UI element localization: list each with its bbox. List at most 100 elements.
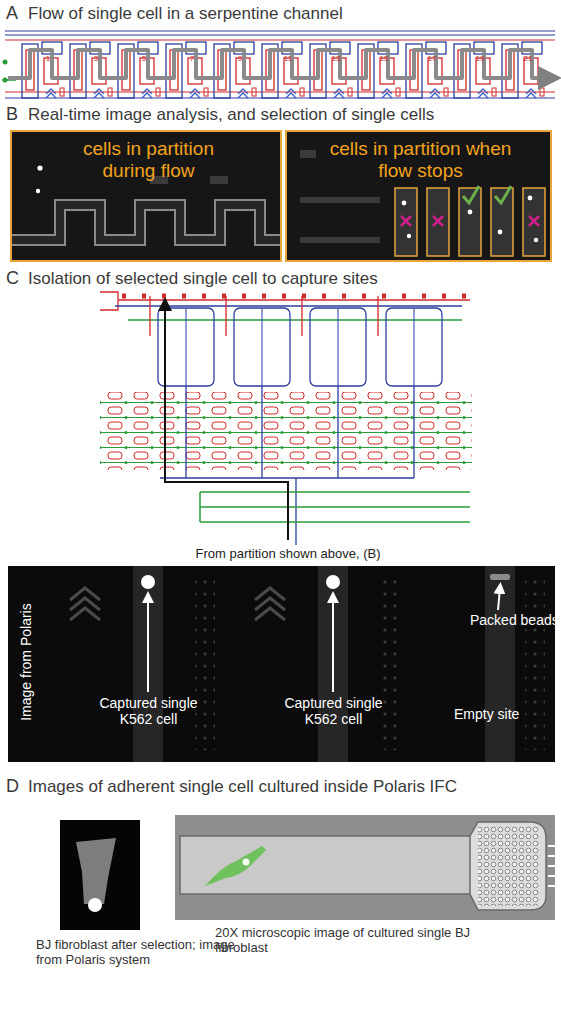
cell (498, 230, 503, 235)
control-line (115, 305, 462, 306)
callout-text: Packed beads (470, 612, 561, 628)
capture-schematic (100, 292, 472, 545)
reject-mark (401, 216, 411, 226)
captured-cell (326, 575, 340, 589)
inlet-port (3, 60, 8, 65)
channel-number: 1 (40, 54, 56, 63)
flow-line (150, 296, 378, 336)
panel-letter: B (6, 104, 26, 125)
filter-lines (548, 846, 555, 886)
image-caption: 20X microscopic image of cultured single… (215, 926, 483, 956)
channel-number: 9 (232, 54, 248, 63)
flow-line (5, 40, 555, 92)
culture-images (60, 815, 555, 930)
reject-mark (529, 216, 539, 226)
transfer-arrow (165, 304, 288, 540)
cell (534, 238, 538, 242)
panel-letter: A (6, 3, 26, 24)
panel-caption: cells in partition when flow stops (328, 138, 513, 182)
valve-row (122, 294, 470, 299)
capture-site (318, 566, 348, 762)
partition-box (427, 188, 449, 256)
channel-number: 21 (520, 54, 536, 63)
channel-number: 7 (184, 54, 200, 63)
cell (402, 201, 407, 206)
control-line (186, 308, 414, 386)
packed-beads (490, 574, 510, 580)
micrograph (175, 815, 555, 920)
image-panel: Image from PolarisCaptured single K562 c… (8, 566, 555, 762)
pillar-row (380, 580, 400, 750)
green-line (200, 492, 470, 522)
partition-box (523, 188, 545, 256)
partition-box (395, 188, 417, 256)
leader-arrow (147, 597, 149, 692)
schematic-note: From partition shown above, (B) (178, 547, 398, 562)
valve-feature (300, 150, 316, 158)
micrograph (8, 566, 555, 762)
cell (37, 165, 42, 170)
flow-line (100, 292, 470, 310)
channel-number: 3 (88, 54, 104, 63)
cell-flow-path (8, 50, 550, 78)
chevron (255, 588, 285, 620)
channel-feature (300, 200, 380, 240)
image-caption: BJ fibroblast after selection; image fro… (36, 938, 236, 968)
partition-box (459, 188, 481, 256)
flow-images (10, 130, 552, 262)
captured-cell (141, 575, 155, 589)
panel-letter: D (6, 776, 26, 797)
channel-number: 19 (472, 54, 488, 63)
callout-text: Captured single K562 cell (276, 695, 391, 727)
valve-grid (100, 392, 472, 470)
green-line (128, 319, 462, 321)
callout-text: Captured single K562 cell (91, 695, 206, 727)
reject-mark (433, 216, 443, 226)
channel-number: 15 (376, 54, 392, 63)
channel-number: 5 (136, 54, 152, 63)
panel-heading: Images of adherent single cell cultured … (28, 777, 553, 797)
accept-mark (463, 186, 479, 203)
panel-heading: Flow of single cell in a serpentine chan… (28, 4, 553, 24)
panel-letter: C (6, 268, 26, 289)
culture-channel (180, 836, 480, 894)
image-panel: cells in partition during flow (10, 130, 282, 262)
capture-site (133, 566, 163, 762)
panel-caption: cells in partition during flow (56, 138, 241, 182)
bead-chamber (470, 822, 546, 910)
side-label: Image from Polaris (18, 597, 34, 727)
cell (407, 234, 411, 238)
panel-heading: Isolation of selected single cell to cap… (28, 269, 553, 289)
cell (468, 210, 473, 215)
fibroblast (205, 846, 266, 886)
leader-arrow (498, 588, 500, 610)
inlet-port (3, 78, 8, 83)
micrograph (285, 130, 552, 262)
capture-site (485, 566, 515, 762)
serpentine-schematic (2, 31, 555, 98)
callout-text: Empty site (454, 706, 554, 722)
fibroblast (76, 838, 116, 904)
valve-feature (210, 176, 228, 184)
pillar-row (525, 580, 545, 750)
micrograph (60, 820, 140, 930)
capture-image (8, 566, 555, 762)
channel-number: 11 (280, 54, 296, 63)
channel-number: 13 (328, 54, 344, 63)
cell (36, 189, 40, 193)
fibroblast-nucleus (88, 898, 102, 912)
partition-box (491, 188, 513, 256)
image-panel: cells in partition when flow stops (285, 130, 552, 262)
serpentine-channel (10, 205, 282, 240)
packed-beads (478, 826, 540, 906)
channel-number: 17 (424, 54, 440, 63)
fibroblast-nucleus (243, 859, 250, 866)
cell (528, 196, 533, 201)
accept-mark (495, 186, 511, 203)
chevron (70, 588, 100, 620)
micrograph (10, 130, 282, 262)
pillar-row (195, 580, 215, 750)
leader-arrow (332, 597, 334, 692)
serpentine-channel (10, 205, 282, 240)
